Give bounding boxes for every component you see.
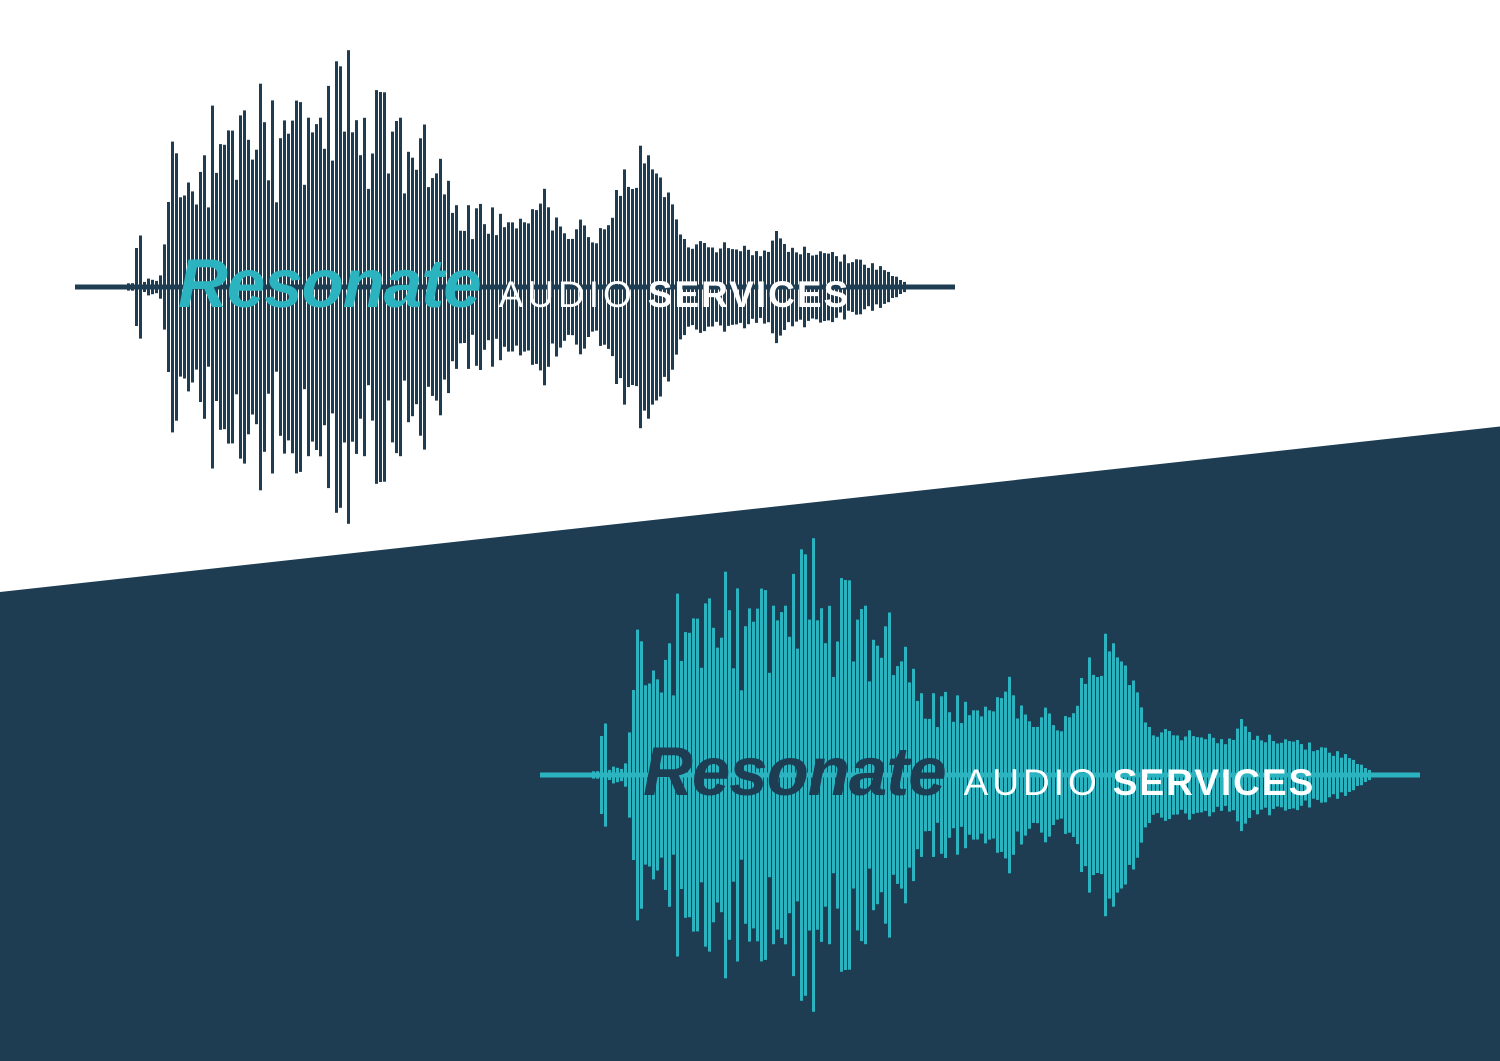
wordmark: Resonate AUDIO SERVICES — [643, 734, 1315, 810]
brand-name: Resonate — [178, 245, 482, 323]
brand-descriptor-audio: AUDIO — [963, 762, 1101, 804]
brand-descriptor-services: SERVICES — [647, 274, 851, 316]
brand-descriptor-audio: AUDIO — [498, 274, 636, 316]
wordmark: Resonate AUDIO SERVICES — [178, 246, 850, 322]
soundwave-graphic — [540, 538, 1420, 1012]
soundwave-graphic — [75, 50, 955, 524]
brand-name: Resonate — [643, 733, 947, 811]
brand-descriptor-services: SERVICES — [1112, 762, 1316, 804]
logo-variant-on-dark: Resonate AUDIO SERVICES — [540, 525, 1420, 1025]
logo-variant-on-light: Resonate AUDIO SERVICES — [75, 37, 955, 537]
